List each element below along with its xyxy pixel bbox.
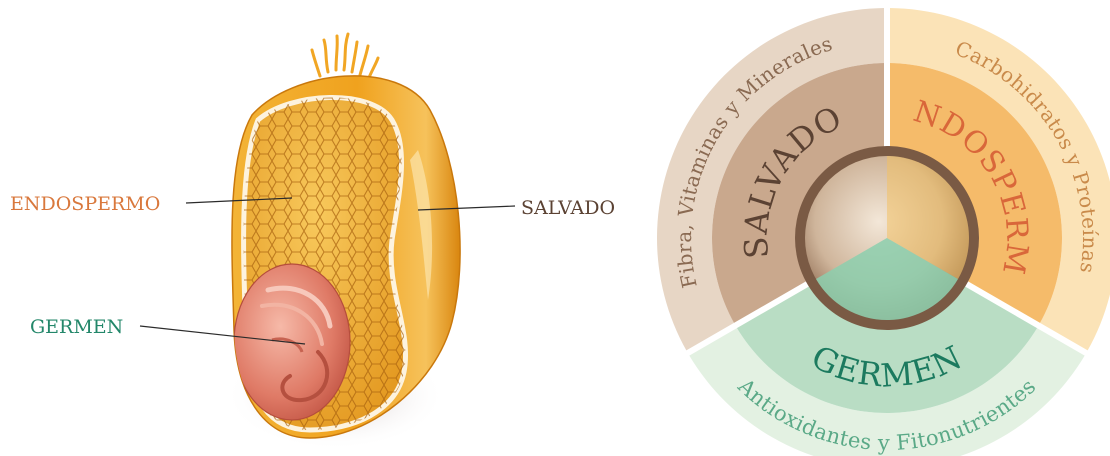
bran-label: SALVADO — [521, 197, 615, 219]
grain-brush-hairs — [312, 34, 378, 80]
germ-label: GERMEN — [30, 316, 123, 338]
wheat-kernel-cross-section-illustration: ENDOSPERMO SALVADO GERMEN — [10, 34, 615, 450]
endosperm-label: ENDOSPERMO — [10, 193, 160, 215]
